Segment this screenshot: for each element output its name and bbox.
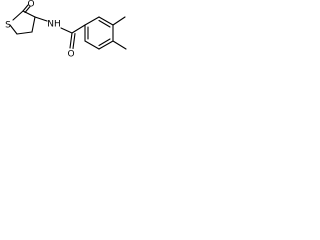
bond-b2-b3 bbox=[98, 16, 114, 26]
bond-n-ccarbonyl bbox=[60, 27, 73, 34]
bond-inner-2 bbox=[98, 38, 111, 47]
benzene-ring bbox=[84, 16, 114, 50]
bond-b5-b6 bbox=[84, 40, 100, 50]
bond-ccarbonyl-o-1 bbox=[69, 32, 73, 49]
bond-c4-c5 bbox=[16, 31, 33, 35]
atom-ring-oxygen-label: O bbox=[27, 0, 34, 10]
bond-c5-s bbox=[9, 24, 18, 35]
bond-c3-n bbox=[34, 16, 48, 22]
bond-ccarbonyl-o-2 bbox=[72, 32, 76, 50]
bond-s-c2 bbox=[12, 10, 24, 21]
bond-b4-b5 bbox=[98, 40, 114, 50]
atom-sulfur-label: S bbox=[5, 21, 11, 31]
bond-c3-c4 bbox=[31, 16, 36, 33]
molecule-diagram: S O NH O bbox=[5, 0, 127, 60]
amide-linker bbox=[34, 16, 86, 50]
bond-inner-1 bbox=[98, 19, 111, 28]
bond-c2-o-1 bbox=[22, 4, 29, 12]
thiolactone-ring bbox=[9, 4, 36, 35]
methyl-groups bbox=[112, 16, 127, 50]
bond-methyl-3 bbox=[112, 16, 126, 26]
atom-amide-oxygen-label: O bbox=[67, 50, 74, 60]
bond-c2-o-2 bbox=[24, 5, 31, 14]
bond-methyl-4 bbox=[112, 40, 127, 50]
atom-amide-nitrogen-label: NH bbox=[47, 20, 61, 30]
bond-b1-b2 bbox=[84, 16, 100, 26]
bond-ccarbonyl-ring bbox=[71, 24, 86, 34]
